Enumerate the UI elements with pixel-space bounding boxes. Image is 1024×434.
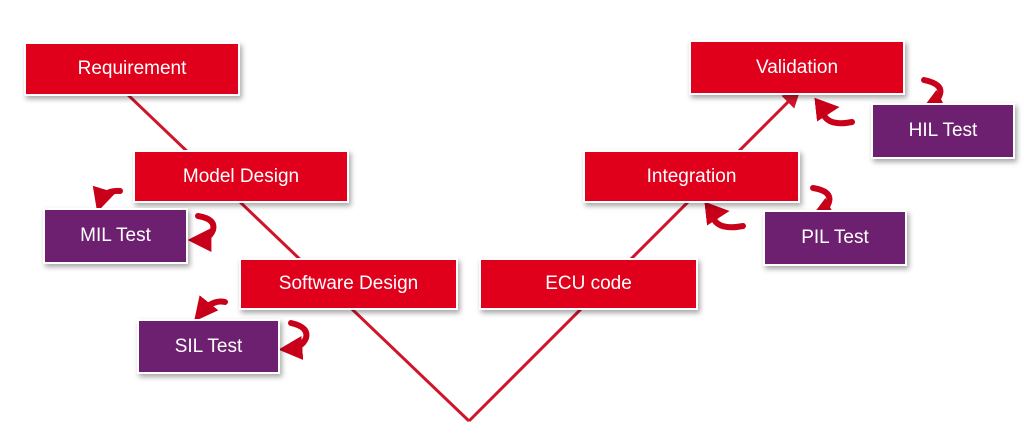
- curved-arrow-icon: [187, 213, 217, 252]
- hil-test-label: HIL Test: [908, 120, 978, 141]
- curved-arrow-icon: [278, 320, 310, 360]
- model-design-label: Model Design: [182, 165, 300, 187]
- mil-test-box: MIL Test: [43, 208, 188, 264]
- pil-test-label: PIL Test: [801, 227, 869, 248]
- integration-box: Integration: [583, 150, 800, 203]
- v-right-line: [467, 89, 801, 423]
- sil-test-label: SIL Test: [174, 335, 243, 357]
- ecu-code-box: ECU code: [479, 258, 698, 310]
- validation-label: Validation: [755, 56, 839, 78]
- pil-test-box: PIL Test: [763, 210, 907, 266]
- curved-arrow-icon: [92, 185, 123, 213]
- integration-label: Integration: [646, 165, 737, 187]
- curved-arrow-icon: [704, 201, 746, 231]
- requirement-box: Requirement: [24, 42, 240, 96]
- model-design-box: Model Design: [133, 150, 349, 203]
- sil-test-box: SIL Test: [137, 319, 280, 374]
- requirement-label: Requirement: [77, 58, 187, 79]
- v-left-line: [123, 90, 471, 423]
- software-design-box: Software Design: [239, 258, 458, 310]
- mil-test-label: MIL Test: [80, 225, 151, 246]
- curved-arrow-icon: [194, 295, 228, 322]
- software-design-label: Software Design: [278, 273, 419, 294]
- hil-test-box: HIL Test: [871, 103, 1015, 159]
- validation-box: Validation: [689, 40, 905, 95]
- curved-arrow-icon: [814, 97, 855, 127]
- ecu-code-label: ECU code: [545, 273, 632, 294]
